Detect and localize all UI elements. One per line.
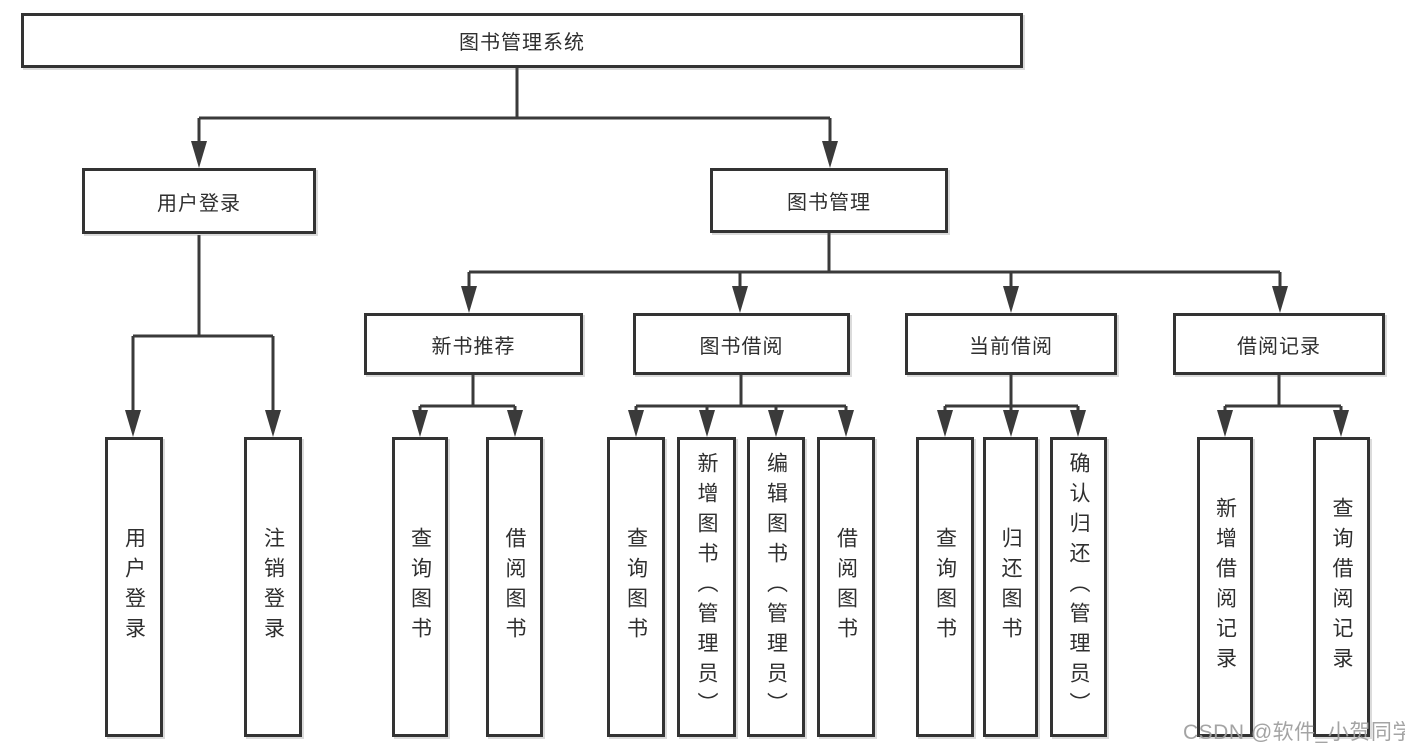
node-book-borrowing: 图书借阅: [633, 313, 850, 375]
arrowhead-down-icon: [125, 410, 141, 437]
arrowhead-down-icon: [1272, 286, 1288, 313]
node-borrowing-records: 借阅记录: [1173, 313, 1385, 375]
leaf-label: 归还图书: [999, 527, 1022, 647]
leaf-label: 用户登录: [122, 527, 146, 647]
leaf-label: 查询图书: [933, 527, 957, 647]
arrowhead-down-icon: [732, 286, 748, 313]
leaf-label: 查询借阅记录: [1330, 497, 1353, 677]
leaf-label: 确认归还（管理员）: [1067, 452, 1090, 722]
leaf-label: 借阅图书: [834, 527, 858, 647]
arrowhead-down-icon: [1003, 410, 1019, 437]
arrowhead-down-icon: [412, 410, 428, 437]
node-book-management-branch: 图书管理: [710, 168, 948, 233]
leaf-edit-books-admin: 编辑图书（管理员）: [747, 437, 805, 737]
arrowhead-down-icon: [1333, 410, 1349, 437]
csdn-watermark: CSDN @软件_小贺同学: [1183, 721, 1405, 744]
leaf-label: 查询图书: [408, 527, 432, 647]
leaf-add-borrow-record: 新增借阅记录: [1197, 437, 1253, 737]
leaf-label: 借阅图书: [503, 527, 526, 647]
leaf-query-books-2: 查询图书: [607, 437, 665, 737]
arrowhead-down-icon: [265, 410, 281, 437]
arrowhead-down-icon: [768, 410, 784, 437]
node-user-login-branch: 用户登录: [82, 168, 316, 234]
leaf-query-books-3: 查询图书: [916, 437, 974, 737]
leaf-label: 编辑图书（管理员）: [764, 452, 788, 722]
leaf-label: 新增图书（管理员）: [695, 452, 718, 722]
leaf-confirm-return-admin: 确认归还（管理员）: [1050, 437, 1107, 737]
arrowhead-down-icon: [1070, 410, 1086, 437]
leaf-query-books-1: 查询图书: [392, 437, 448, 737]
leaf-label: 查询图书: [624, 527, 648, 647]
leaf-user-login: 用户登录: [105, 437, 163, 737]
arrowhead-down-icon: [937, 410, 953, 437]
leaf-borrow-books-1: 借阅图书: [486, 437, 543, 737]
node-library-management-system: 图书管理系统: [21, 13, 1023, 68]
arrowhead-down-icon: [461, 286, 477, 313]
leaf-label: 注销登录: [261, 527, 285, 647]
arrowhead-down-icon: [1217, 410, 1233, 437]
leaf-logout: 注销登录: [244, 437, 302, 737]
node-new-book-recommendation: 新书推荐: [364, 313, 583, 375]
leaf-label: 新增借阅记录: [1213, 497, 1237, 677]
leaf-borrow-books-2: 借阅图书: [817, 437, 875, 737]
node-current-borrowing: 当前借阅: [905, 313, 1117, 375]
arrowhead-down-icon: [1003, 286, 1019, 313]
arrowhead-down-icon: [822, 141, 838, 168]
arrowhead-down-icon: [191, 141, 207, 168]
leaf-return-books: 归还图书: [983, 437, 1038, 737]
arrowhead-down-icon: [838, 410, 854, 437]
arrowhead-down-icon: [507, 410, 523, 437]
leaf-add-books-admin: 新增图书（管理员）: [677, 437, 736, 737]
leaf-query-borrow-record: 查询借阅记录: [1313, 437, 1370, 737]
arrowhead-down-icon: [699, 410, 715, 437]
arrowhead-down-icon: [628, 410, 644, 437]
